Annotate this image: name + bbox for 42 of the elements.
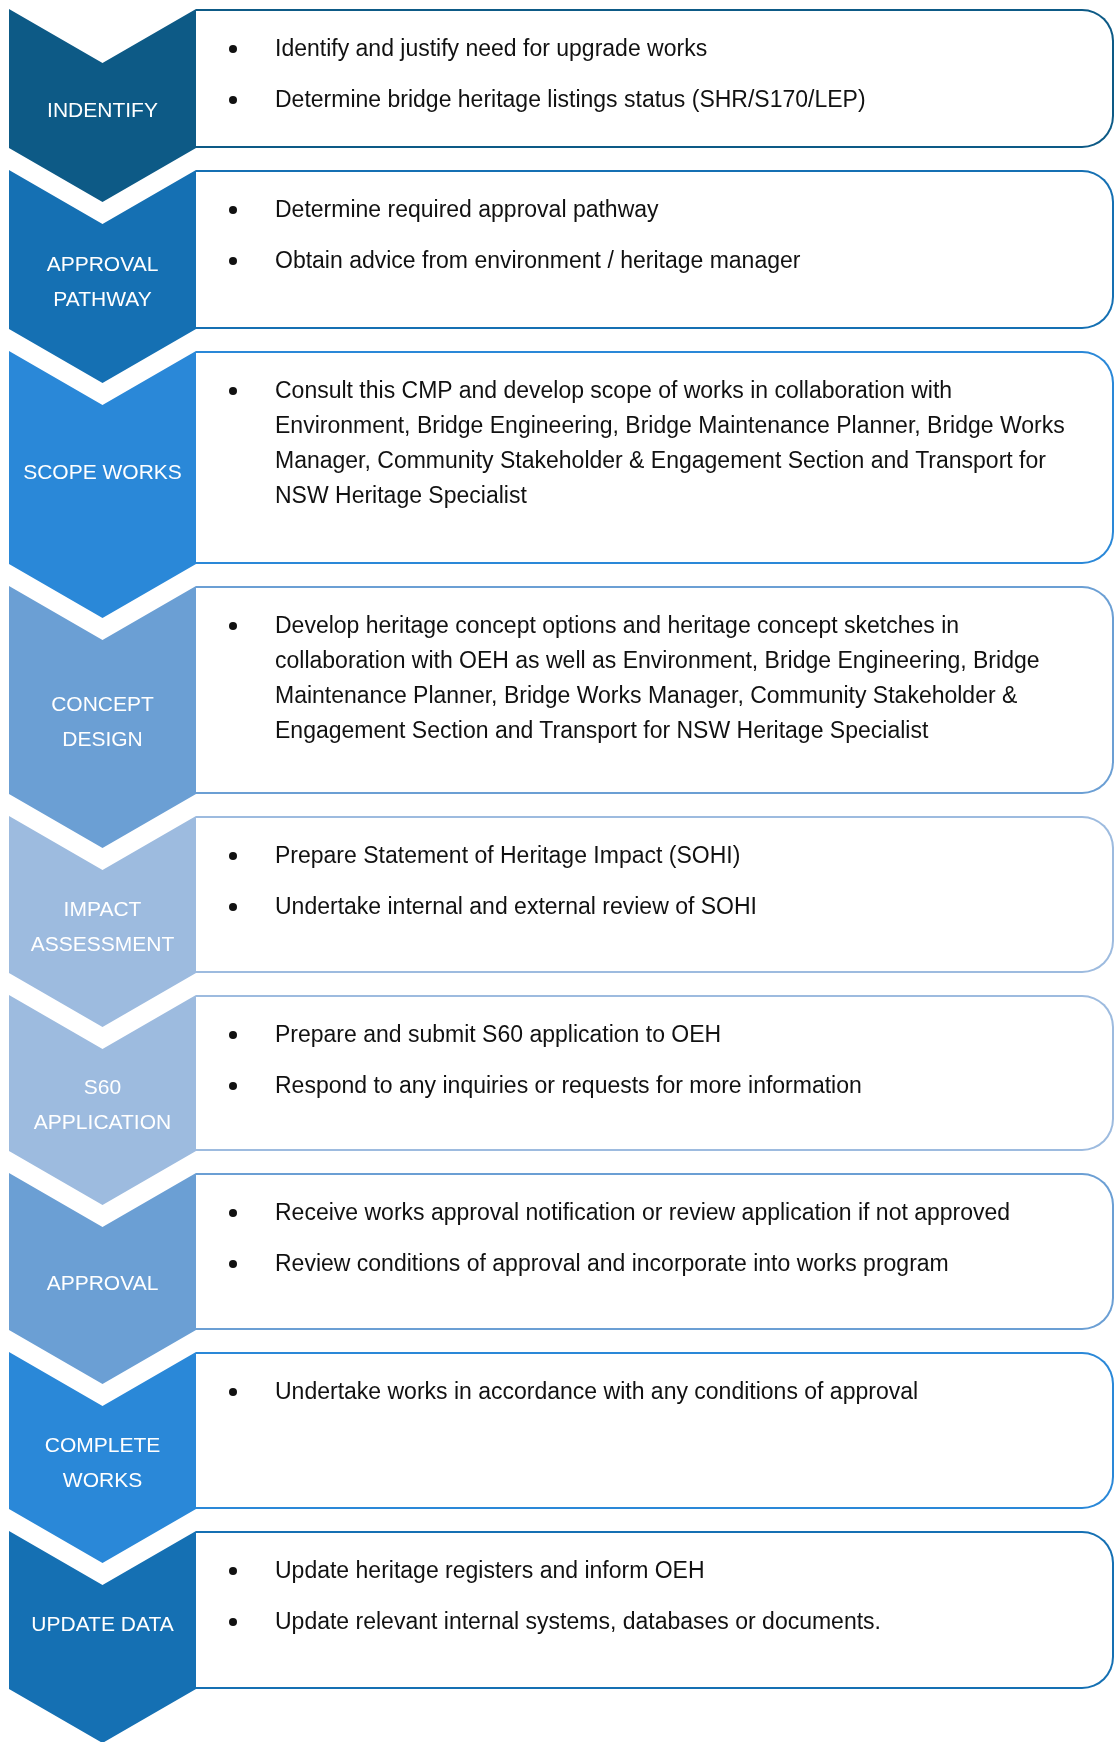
chevron-step: [9, 1352, 196, 1563]
bullet-text: Review conditions of approval and incorporate into works program: [275, 1249, 950, 1278]
bullet-text: Receive works approval notification or review application if not approved: [275, 1198, 1012, 1227]
step-label: INDENTIFY: [46, 97, 159, 123]
step-label: COMPLETE WORKS: [43, 1432, 162, 1493]
bullet-text: Respond to any inquiries or requests for more information: [275, 1071, 863, 1100]
bullet-text: Undertake works in accordance with any conditions of approval: [275, 1377, 920, 1406]
chevron-step: [9, 1531, 196, 1742]
step-box: [196, 9, 1114, 148]
step-label: UPDATE DATA: [30, 1611, 175, 1637]
bullet-text: Undertake internal and external review of SOHI: [275, 892, 758, 921]
step-label: CONCEPT DESIGN: [50, 691, 155, 752]
step-box: [196, 1352, 1114, 1509]
chevron-step: [9, 1173, 196, 1384]
step-box: [196, 816, 1114, 973]
chevron-step: [9, 9, 196, 202]
step-box: [196, 1173, 1114, 1330]
bullet-text: Determine bridge heritage listings status (SHR/S170/LEP): [275, 85, 867, 114]
step-box: [196, 170, 1114, 329]
bullet-text: Obtain advice from environment / heritage manager: [275, 246, 802, 275]
chevron-step: [9, 170, 196, 383]
step-label: APPROVAL PATHWAY: [45, 251, 160, 312]
bullet-text: Prepare Statement of Heritage Impact (SOHI): [275, 841, 742, 870]
step-box: [196, 995, 1114, 1151]
step-box: [196, 1531, 1114, 1689]
bullet-text: Update relevant internal systems, databases or documents.: [275, 1607, 882, 1636]
bullet-text: Identify and justify need for upgrade works: [275, 34, 709, 63]
bullet-text: Update heritage registers and inform OEH: [275, 1556, 706, 1585]
bullet-text: Consult this CMP and develop scope of works in collaboration with Environment, Bridge Engineering, Bridge Maintenance Planner, Bridge Works Manager, Community Stakeholder & Engagement Section and Transport for NSW Heritage Specialist: [275, 376, 1066, 510]
step-box: [196, 586, 1114, 794]
chevron-step: [9, 995, 196, 1205]
chevron-step: [9, 351, 196, 618]
step-label: SCOPE WORKS: [22, 459, 183, 485]
step-label: IMPACT ASSESSMENT: [29, 896, 176, 957]
bullet-text: Develop heritage concept options and heritage concept sketches in collaboration with OEH as well as Environment, Bridge Engineering, Bridge Maintenance Planner, Bridge Works Manager, Community Stakeholder & Engagement Section and Transport for NSW Heritage Specialist: [275, 611, 1041, 745]
step-box: [196, 351, 1114, 564]
chevron-step: [9, 586, 196, 848]
bullet-text: Prepare and submit S60 application to OEH: [275, 1020, 723, 1049]
bullet-text: Determine required approval pathway: [275, 195, 660, 224]
step-label: S60 APPLICATION: [32, 1074, 173, 1135]
step-label: APPROVAL: [45, 1270, 160, 1296]
chevron-step: [9, 816, 196, 1027]
